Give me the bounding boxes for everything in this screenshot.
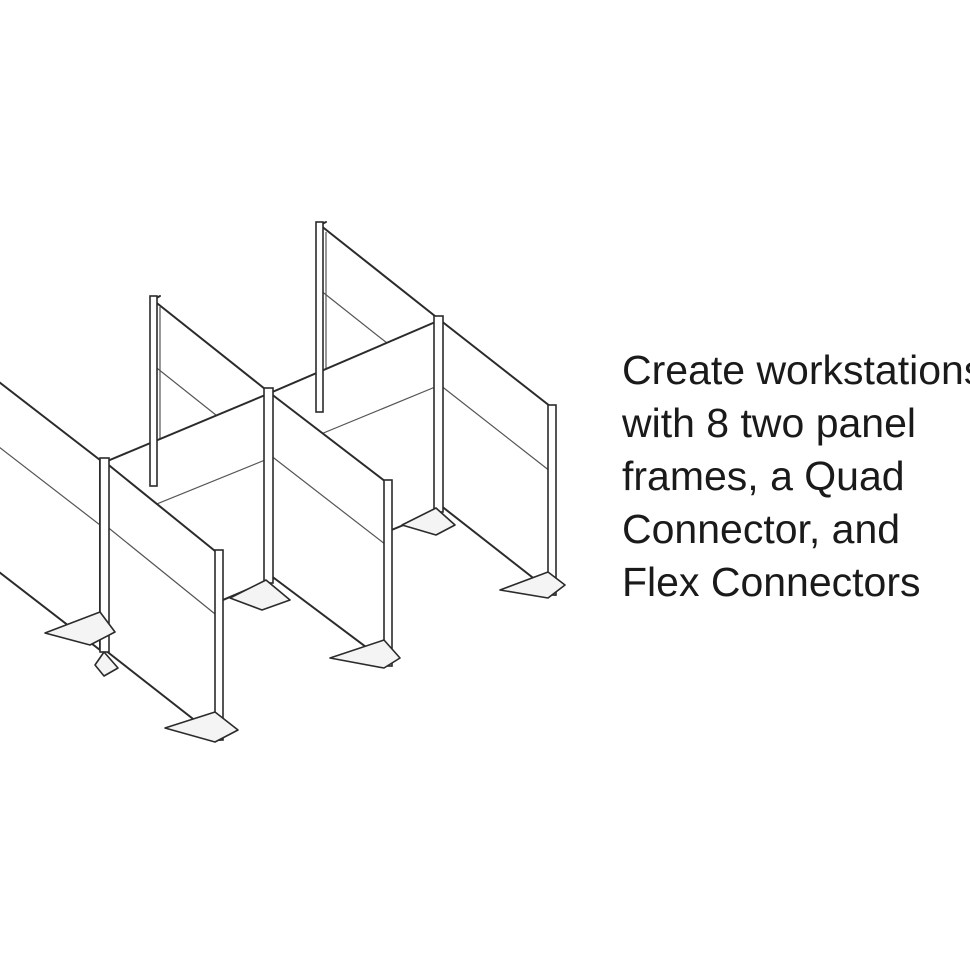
caption-line-4: Connector, and bbox=[622, 506, 901, 552]
panel-frame-left bbox=[0, 381, 101, 651]
caption-line-2: with 8 two panel bbox=[622, 400, 917, 446]
caption-line-5: Flex Connectors bbox=[622, 559, 921, 605]
caption-text: Create workstations with 8 two panel fra… bbox=[622, 344, 970, 609]
flex-connector-feet bbox=[44, 507, 566, 743]
panel-frame-right bbox=[439, 319, 557, 596]
caption-line-3: frames, a Quad bbox=[622, 453, 905, 499]
quad-connector bbox=[99, 221, 444, 653]
caption-line-1: Create workstations bbox=[622, 347, 970, 393]
